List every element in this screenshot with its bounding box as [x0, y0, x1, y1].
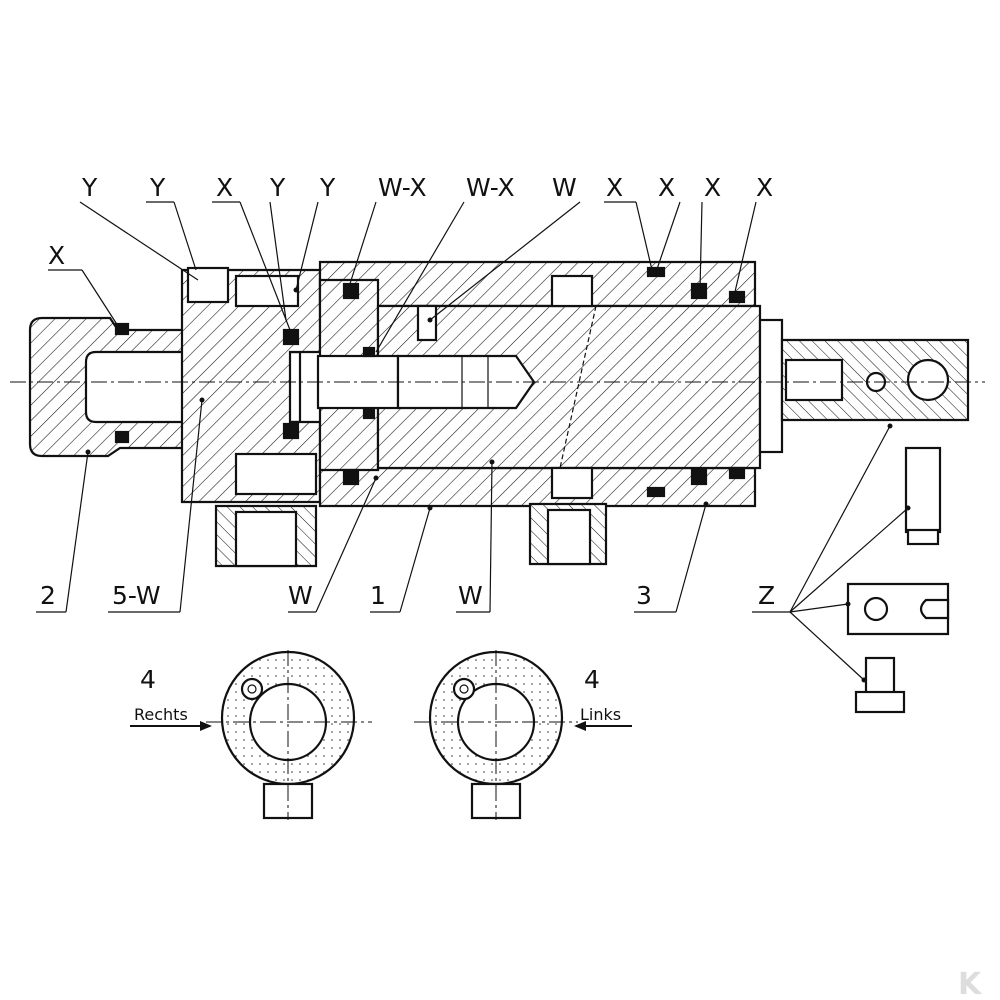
piston-bolt: [316, 354, 400, 410]
leader-lines: [36, 201, 911, 683]
label-view-right-caption: Rechts: [134, 705, 188, 724]
label-view-left-number: 4: [584, 665, 600, 694]
bottom-labels: 2 5-W W 1 W 3 Z: [40, 581, 775, 610]
pin-part: [904, 446, 942, 546]
port-right-bore: [546, 508, 592, 566]
label-bottom-w1: W: [288, 581, 313, 610]
port-left-bore: [234, 510, 298, 568]
label-top-12: X: [756, 173, 773, 202]
label-top-11: X: [704, 173, 721, 202]
end-view-links: [414, 650, 632, 820]
label-top-2: Y: [149, 173, 166, 202]
chamber-lower: [550, 466, 594, 500]
loose-parts: [846, 446, 950, 714]
label-top-8: W: [552, 173, 577, 202]
label-top-3: X: [216, 173, 233, 202]
top-labels: Y Y X Y Y W-X W-X W X X X X: [81, 173, 773, 202]
end-view-rechts: [130, 650, 372, 820]
logo-watermark: K: [958, 967, 983, 1000]
label-top-1: Y: [81, 173, 98, 202]
label-bottom-w2: W: [458, 581, 483, 610]
rod-eye-thread: [784, 358, 844, 402]
seals: [114, 266, 746, 498]
piston-rod: [376, 304, 762, 470]
cylinder-section: [10, 260, 985, 568]
label-top-6: W-X: [378, 173, 427, 202]
chamber: [550, 274, 594, 308]
ring-left: [186, 266, 230, 304]
rod-edge: [559, 305, 597, 469]
label-bottom-1: 1: [370, 581, 386, 610]
cylinder-tube-bottom: [318, 466, 757, 508]
clip-plate: [846, 582, 950, 636]
label-bottom-z: Z: [758, 581, 775, 610]
bolt-part: [854, 656, 906, 714]
label-top-9: X: [606, 173, 623, 202]
label-left-x: X: [48, 241, 65, 270]
bolt-head: [396, 354, 536, 410]
label-bottom-5w: 5-W: [112, 581, 161, 610]
label-top-5: Y: [319, 173, 336, 202]
piston-port: [416, 304, 438, 342]
head-pocket: [234, 274, 300, 308]
label-view-left-caption: Links: [580, 705, 621, 724]
rod-gland: [758, 318, 784, 454]
label-view-right-number: 4: [140, 665, 156, 694]
label-bottom-3: 3: [636, 581, 652, 610]
rod-eye-hole: [906, 358, 950, 402]
label-top-7: W-X: [466, 173, 515, 202]
label-top-10: X: [658, 173, 675, 202]
label-top-4: Y: [269, 173, 286, 202]
cylinder-tube: [318, 260, 757, 308]
head-pocket-lower: [234, 452, 318, 496]
label-bottom-2: 2: [40, 581, 56, 610]
